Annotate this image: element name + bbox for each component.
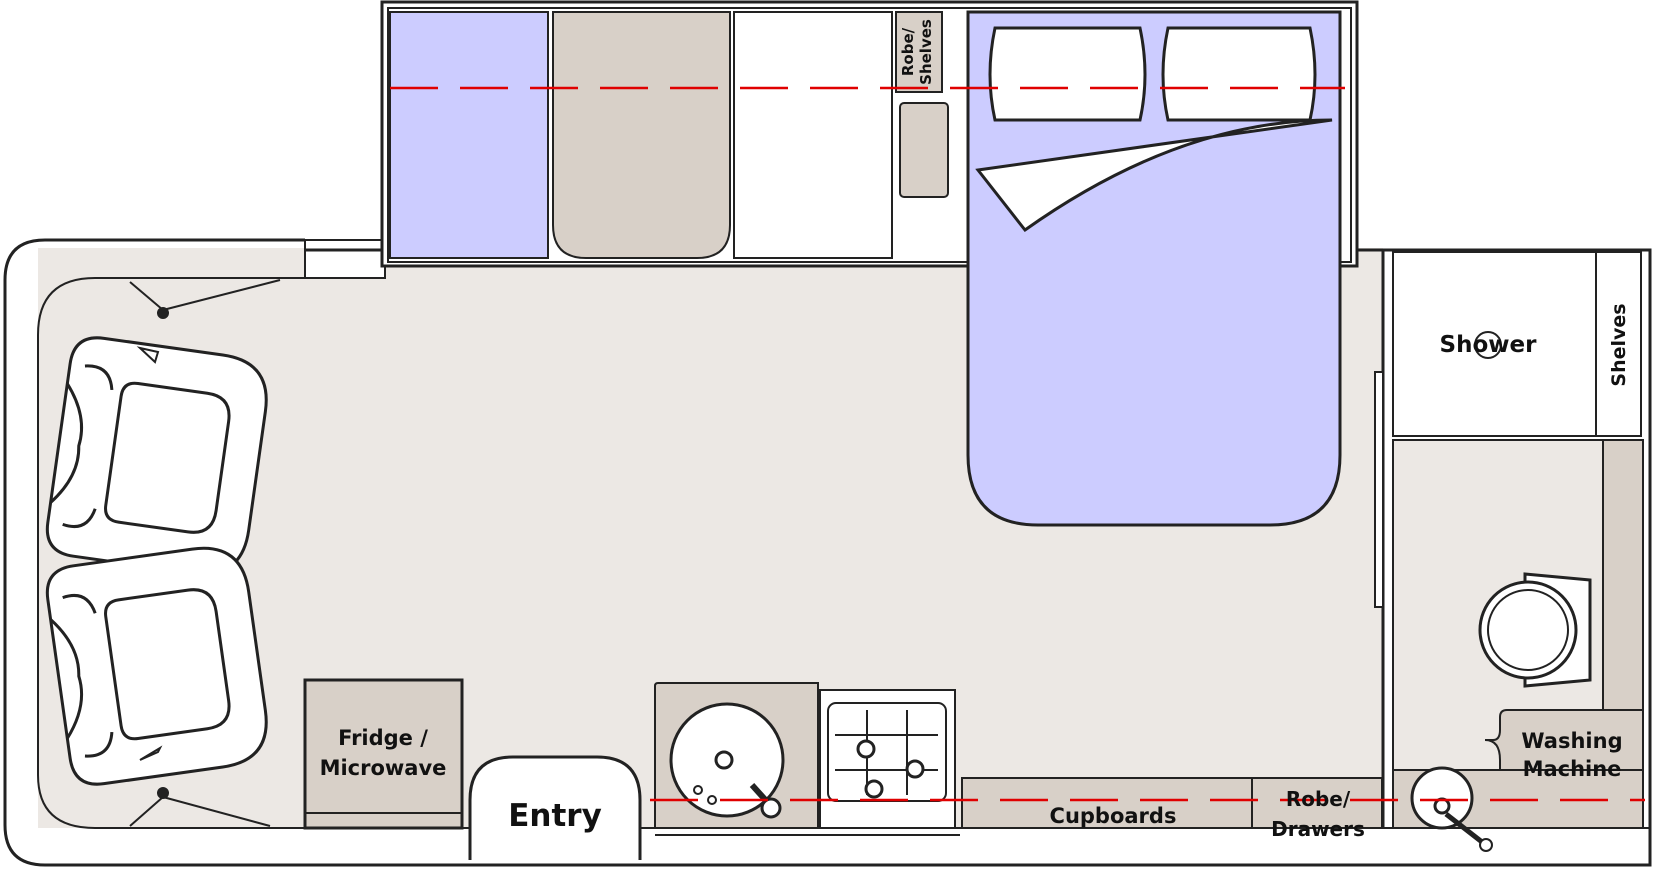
bathroom-shelves (1595, 251, 1642, 437)
washing-machine-label-line1: Washing (1521, 729, 1622, 753)
fridge-microwave-cabinet (303, 678, 464, 830)
toilet (1478, 572, 1592, 688)
kitchen-sink (669, 702, 785, 819)
double-bed (966, 10, 1342, 527)
robe-shelves-label-line2: Shelves (917, 19, 935, 85)
bathroom-sliding-door (1374, 371, 1384, 608)
caravan-inner-wall (37, 277, 305, 829)
robe-drawers-label-line1: Robe/ (1286, 787, 1351, 811)
shower-drain-icon (1474, 331, 1502, 359)
robe-shelves-label: Robe/ Shelves (899, 19, 935, 85)
dinette-seat-left (389, 11, 549, 259)
seat-swivel-base-bottom (129, 745, 271, 827)
shower-label: Shower (1440, 332, 1538, 358)
cupboards-label: Cupboards (1050, 804, 1177, 828)
slideout-small-cabinet (899, 102, 949, 198)
fridge-label-line2: Microwave (320, 756, 447, 780)
robe-shelves-label-line1: Robe/ (899, 27, 917, 76)
cooktop (819, 689, 956, 829)
dinette-seat-right (733, 11, 893, 259)
shower-area (1392, 251, 1597, 437)
robe-drawers-label-line2: Drawers (1271, 817, 1365, 841)
washing-machine-label-line2: Machine (1523, 757, 1622, 781)
caravan-outer-wall (3, 238, 1652, 867)
bed-sheet-fold (975, 118, 1333, 233)
entry-step (468, 755, 642, 860)
robe-shelves-cabinet (895, 11, 943, 93)
cupboards (961, 777, 1253, 829)
shelves-label: Shelves (1608, 303, 1630, 386)
driver-seat (42, 332, 274, 582)
front-cab-wall-top (304, 239, 386, 279)
seat-swivel-base-top (129, 279, 281, 364)
dinette-table (552, 11, 731, 259)
fridge-label-line1: Fridge / (338, 726, 428, 750)
entry-label: Entry (508, 798, 602, 834)
robe-drawers (1251, 777, 1383, 829)
pillow-right (1161, 26, 1317, 122)
toilet-cabinet (1602, 439, 1644, 711)
pillow-left (988, 26, 1147, 122)
